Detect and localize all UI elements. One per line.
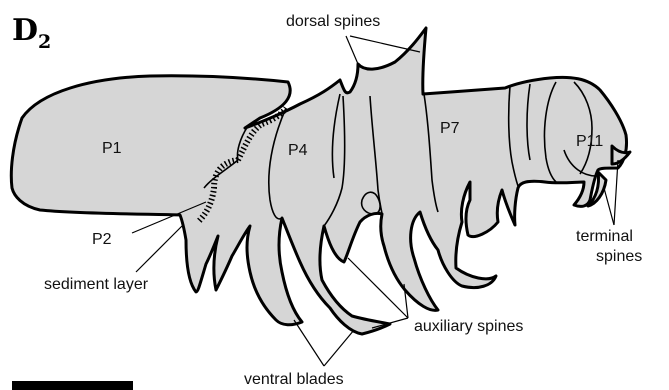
- panel-label-subscript: 2: [38, 31, 51, 53]
- panel-label-main: D: [12, 13, 38, 48]
- segment-label-p11: P11: [576, 133, 603, 150]
- scale-bar: [12, 381, 133, 390]
- segment-label-p7: P7: [440, 120, 460, 137]
- label-spines: spines: [596, 248, 642, 265]
- segment-label-p4: P4: [288, 142, 308, 159]
- label-terminal: terminal: [576, 228, 633, 245]
- segment-label-p1: P1: [102, 140, 122, 157]
- label-auxiliary-spines: auxiliary spines: [414, 318, 523, 335]
- label-sediment-layer: sediment layer: [44, 276, 149, 293]
- label-ventral-blades: ventral blades: [244, 371, 344, 388]
- panel-label: D2: [12, 13, 51, 53]
- segment-label-p2: P2: [92, 231, 112, 248]
- label-dorsal-spines: dorsal spines: [286, 13, 380, 30]
